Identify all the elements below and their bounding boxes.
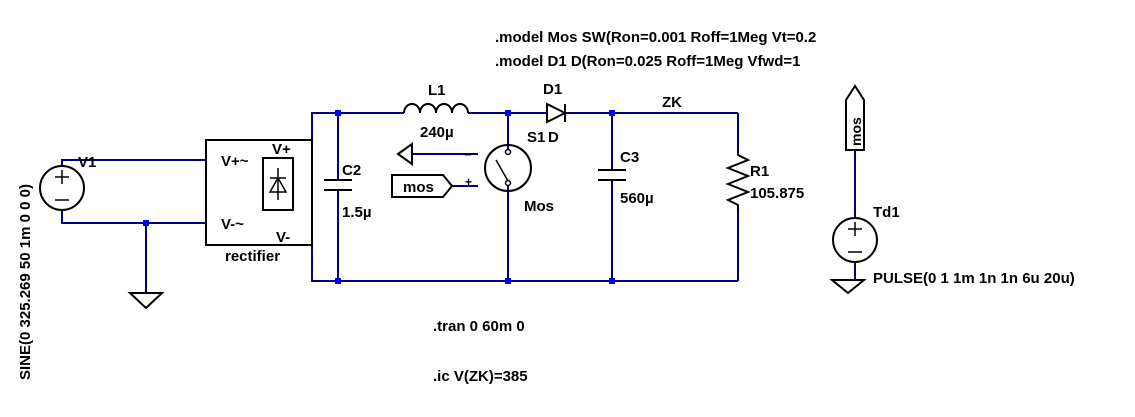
wire-v1-top: [61, 159, 206, 167]
wire-rect-vminus: [311, 245, 338, 282]
s1-model: Mos: [524, 198, 554, 215]
junction-dot: [505, 110, 511, 116]
d1-name: D1: [543, 81, 562, 98]
td1-name: Td1: [873, 204, 900, 221]
spice-directives[interactable]: .model Mos SW(Ron=0.001 Roff=1Meg Vt=0.2…: [433, 29, 816, 385]
v1-name: V1: [78, 154, 96, 171]
sine-source-icon: [39, 165, 85, 211]
resistor-icon: [725, 150, 751, 210]
pin-ac-minus: V-~: [221, 216, 244, 233]
mos-flag-box: [845, 84, 865, 151]
rectifier-box: [205, 139, 313, 246]
ground-icon: [127, 292, 165, 310]
c3-value: 560µ: [620, 190, 654, 207]
r1-resistor[interactable]: R1 105.875: [725, 150, 804, 210]
wire-v1-bottom: [61, 210, 206, 224]
v1-source[interactable]: V1: [39, 154, 96, 211]
td1-source[interactable]: mos Td1 PULSE(0 1 1m 1n 1n 6u 20u): [832, 84, 1075, 287]
wire-rect-vplus: [311, 112, 338, 140]
pulse-source-icon: [832, 217, 878, 263]
ground-icon: [829, 279, 867, 295]
c3-name: C3: [620, 149, 639, 166]
diode-icon: [268, 168, 288, 200]
c3-capacitor[interactable]: C3 560µ: [598, 149, 654, 207]
model-mos-directive: .model Mos SW(Ron=0.001 Roff=1Meg Vt=0.2: [495, 29, 816, 46]
inductor-icon: [403, 103, 469, 114]
switch-contact: [504, 148, 512, 156]
pin-ac-plus: V+~: [221, 153, 249, 170]
model-d1-directive: .model D1 D(Ron=0.025 Roff=1Meg Vfwd=1: [495, 53, 801, 70]
ic-directive: .ic V(ZK)=385: [433, 368, 528, 385]
tran-directive: .tran 0 60m 0: [433, 318, 525, 335]
switch-blade: [495, 159, 509, 182]
junction-dot: [335, 278, 341, 284]
v1-value: SINE(0 325.269 50 1m 0 0 0): [17, 184, 34, 380]
ctrl-plus-sign: +: [465, 175, 472, 189]
d1-diode[interactable]: D1 D: [533, 81, 579, 146]
junction-dot: [505, 278, 511, 284]
l1-value: 240µ: [420, 124, 454, 141]
switch-icon: [484, 144, 532, 192]
switch-contact: [504, 179, 512, 187]
control-ground-arrow-icon: [396, 142, 413, 166]
rectifier-inner-box: [262, 157, 294, 211]
diode-icon: [546, 102, 568, 124]
l1-name: L1: [428, 82, 446, 99]
pin-dc-plus: V+: [272, 141, 291, 158]
c2-value: 1.5µ: [342, 204, 372, 221]
junction-dot: [609, 110, 615, 116]
zk-net-label: ZK: [662, 94, 682, 111]
r1-value: 105.875: [750, 185, 804, 202]
r1-name: R1: [750, 163, 769, 180]
c2-capacitor[interactable]: C2 1.5µ: [324, 162, 372, 221]
td1-value: PULSE(0 1 1m 1n 1n 6u 20u): [873, 270, 1075, 287]
junctions: [143, 110, 615, 284]
mos-label-text: mos: [403, 179, 434, 196]
s1-name: S1: [527, 129, 545, 146]
junction-dot: [609, 278, 615, 284]
c2-name: C2: [342, 162, 361, 179]
rectifier-block[interactable]: V+~ V-~ V+ V- rectifier: [205, 139, 313, 265]
junction-dot: [143, 220, 149, 226]
ctrl-minus-sign: −: [464, 147, 472, 162]
pin-dc-minus: V-: [276, 229, 290, 246]
junction-dot: [335, 110, 341, 116]
mos-net-label[interactable]: mos: [391, 174, 454, 198]
rectifier-label: rectifier: [225, 248, 280, 265]
d1-model: D: [548, 129, 559, 146]
net-label-box: [391, 174, 454, 198]
s1-switch[interactable]: − + S1 Mos: [464, 129, 554, 215]
wires: [61, 112, 856, 293]
l1-inductor[interactable]: L1 240µ: [403, 82, 469, 141]
mos-flag-text: mos: [848, 117, 864, 146]
